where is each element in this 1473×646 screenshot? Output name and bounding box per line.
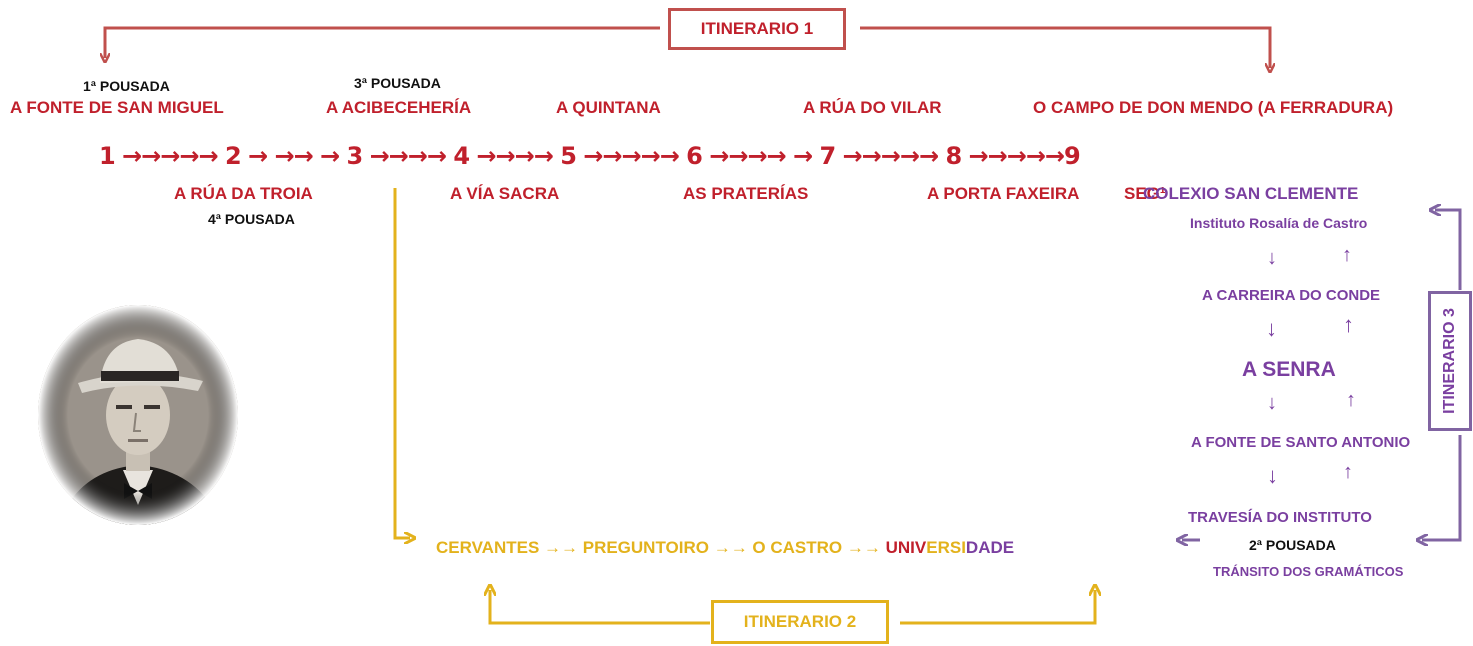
stop-quintana: A QUINTANA <box>556 98 661 117</box>
stop-seg: SEG¹ <box>1124 184 1166 203</box>
arrow-down-4: ↓ <box>1267 463 1278 488</box>
stop-rua-do-vilar: A RÚA DO VILAR <box>803 98 942 117</box>
universidade-part-3: DADE <box>965 538 1015 557</box>
stop-fonte-santo-antonio: A FONTE DE SANTO ANTONIO <box>1191 434 1411 451</box>
stop-3-pousada: 3ª POUSADA <box>354 75 441 91</box>
stop-travesia-instituto: TRAVESÍA DO INSTITUTO <box>1188 509 1372 526</box>
universidade-part-1: UNIV <box>885 538 927 557</box>
itinerario2-route-text: CERVANTES →→ PREGUNTOIRO →→ O CASTRO →→ <box>436 538 881 557</box>
itinerario2-route: CERVANTES →→ PREGUNTOIRO →→ O CASTRO →→ … <box>436 539 1014 556</box>
stop-carreira-do-conde: A CARREIRA DO CONDE <box>1202 287 1381 304</box>
itinerario2-bracket-left <box>490 590 710 625</box>
portrait-photo <box>38 305 238 525</box>
itinerario1-bracket-left <box>105 26 660 58</box>
itinerario2-label: ITINERARIO 2 <box>711 600 889 644</box>
arrow-down-1: ↓ <box>1267 247 1277 269</box>
stop-rua-da-troia: A RÚA DA TROIA <box>174 184 313 203</box>
stop-via-sacra: A VÍA SACRA <box>450 184 560 203</box>
itinerario1-bracket-right <box>860 26 1270 68</box>
stop-instituto-rosalia: Instituto Rosalía de Castro <box>1190 215 1368 231</box>
arrow-up-2: ↑ <box>1343 312 1354 337</box>
stop-transito-gramaticos: TRÁNSITO DOS GRAMÁTICOS <box>1213 564 1404 579</box>
itinerario2-drop-line <box>393 188 410 538</box>
itinerario1-sequence: 1 →→→→→ 2 → →→ → 3 →→→→ 4 →→→→ 5 →→→→→ 6… <box>99 142 1081 170</box>
arrow-up-4: ↑ <box>1343 461 1353 483</box>
portrait-illustration <box>38 305 238 525</box>
itinerario1-label: ITINERARIO 1 <box>668 8 846 50</box>
stop-4-pousada: 4ª POUSADA <box>208 211 295 227</box>
arrow-down-2: ↓ <box>1266 316 1277 341</box>
itinerario3-bracket-bottom <box>1422 435 1462 540</box>
stop-praterias: AS PRATERÍAS <box>683 184 809 203</box>
itinerario2-bracket-right <box>900 590 1095 625</box>
stop-fonte-san-miguel: A FONTE DE SAN MIGUEL <box>10 98 224 117</box>
arrow-up-1: ↑ <box>1342 244 1352 266</box>
itinerario3-label-text: ITINERARIO 3 <box>1441 308 1459 414</box>
itinerario3-bracket-top <box>1435 210 1462 290</box>
arrow-up-3: ↑ <box>1346 389 1356 411</box>
stop-colexio-san-clemente: COLEXIO SAN CLEMENTE <box>1143 184 1359 203</box>
stop-porta-faxeira: A PORTA FAXEIRA <box>927 184 1080 203</box>
arrow-down-3: ↓ <box>1267 392 1277 414</box>
universidade-part-2: ERSI <box>926 538 966 557</box>
stop-1-pousada: 1ª POUSADA <box>83 78 170 94</box>
stop-2-pousada: 2ª POUSADA <box>1249 537 1336 553</box>
stop-campo-don-mendo: O CAMPO DE DON MENDO (A FERRADURA) <box>1033 98 1394 117</box>
stop-a-senra: A SENRA <box>1242 358 1336 381</box>
stop-acibecheria: A ACIBECEHERÍA <box>326 98 472 117</box>
itinerario3-label: ITINERARIO 3 <box>1428 291 1472 431</box>
